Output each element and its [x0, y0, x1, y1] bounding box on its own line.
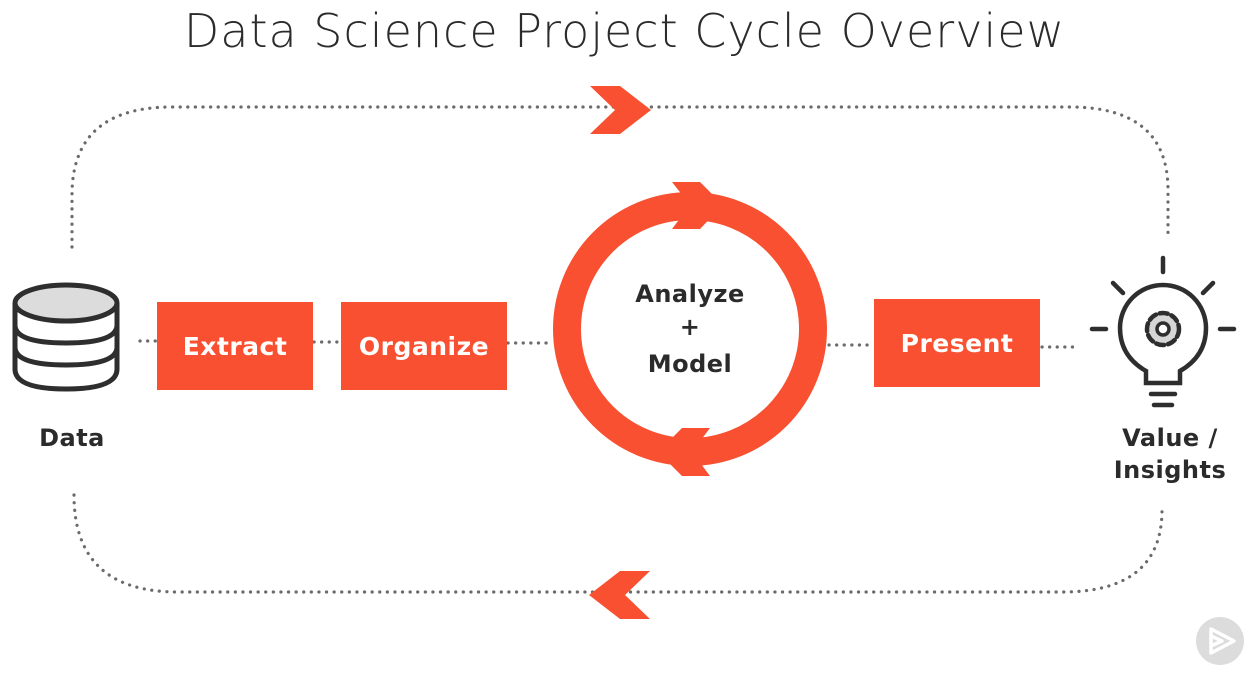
cycle-arrow-top-icon: [672, 182, 723, 229]
organize-box: Organize: [341, 302, 507, 390]
present-box: Present: [874, 299, 1040, 387]
model-label: Model: [647, 350, 733, 378]
data-label: Data: [39, 424, 105, 452]
chevron-right-icon: [590, 86, 651, 134]
present-label: Present: [900, 328, 1014, 358]
play-logo-icon: [1209, 627, 1236, 655]
database-icon: [12, 282, 120, 392]
lightbulb-gear-icon: [1089, 255, 1237, 408]
extract-box: Extract: [157, 302, 313, 390]
insights-label: Insights: [1113, 456, 1227, 484]
analyze-label: Analyze: [635, 280, 745, 308]
bottom-loop-connector: [72, 493, 1164, 594]
chevron-left-icon: [589, 571, 650, 619]
top-loop-connector: [70, 105, 1170, 249]
cycle-arrow-bottom-icon: [658, 428, 710, 476]
value-label: Value /: [1122, 424, 1218, 452]
extract-label: Extract: [182, 331, 288, 361]
plus-label: +: [679, 313, 701, 341]
organize-label: Organize: [358, 331, 490, 361]
page-title: Data Science Project Cycle Overview: [183, 4, 1066, 58]
